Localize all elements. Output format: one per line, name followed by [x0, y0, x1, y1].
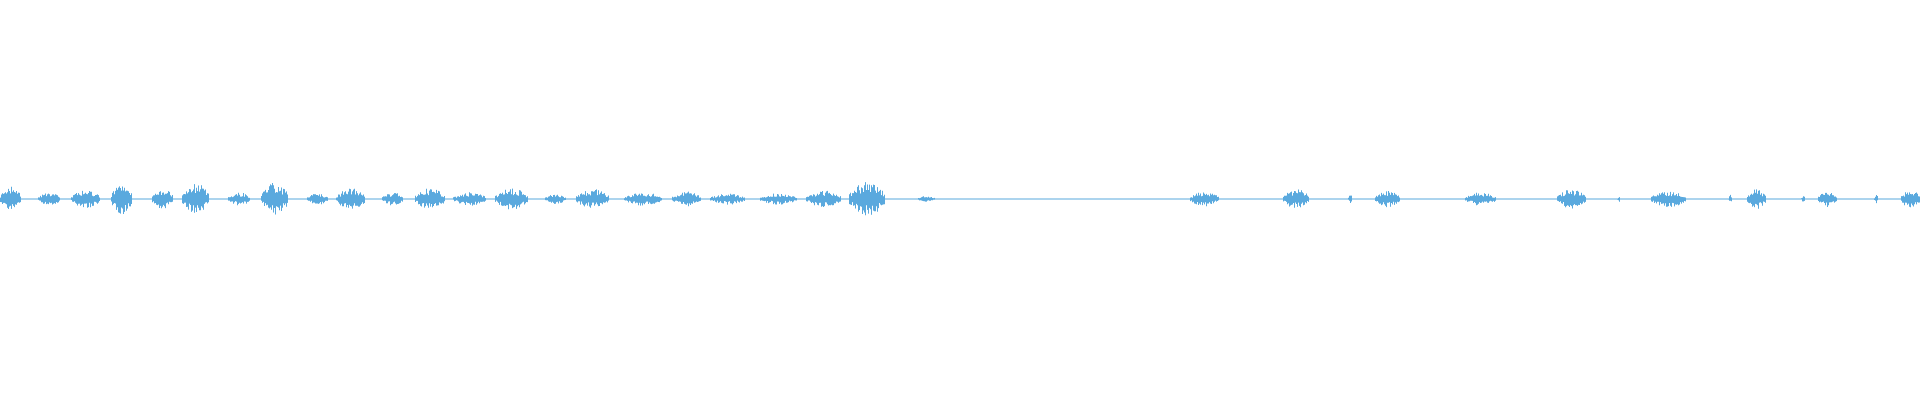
- waveform-trace: [0, 182, 1920, 216]
- waveform-samples: [0, 182, 1920, 216]
